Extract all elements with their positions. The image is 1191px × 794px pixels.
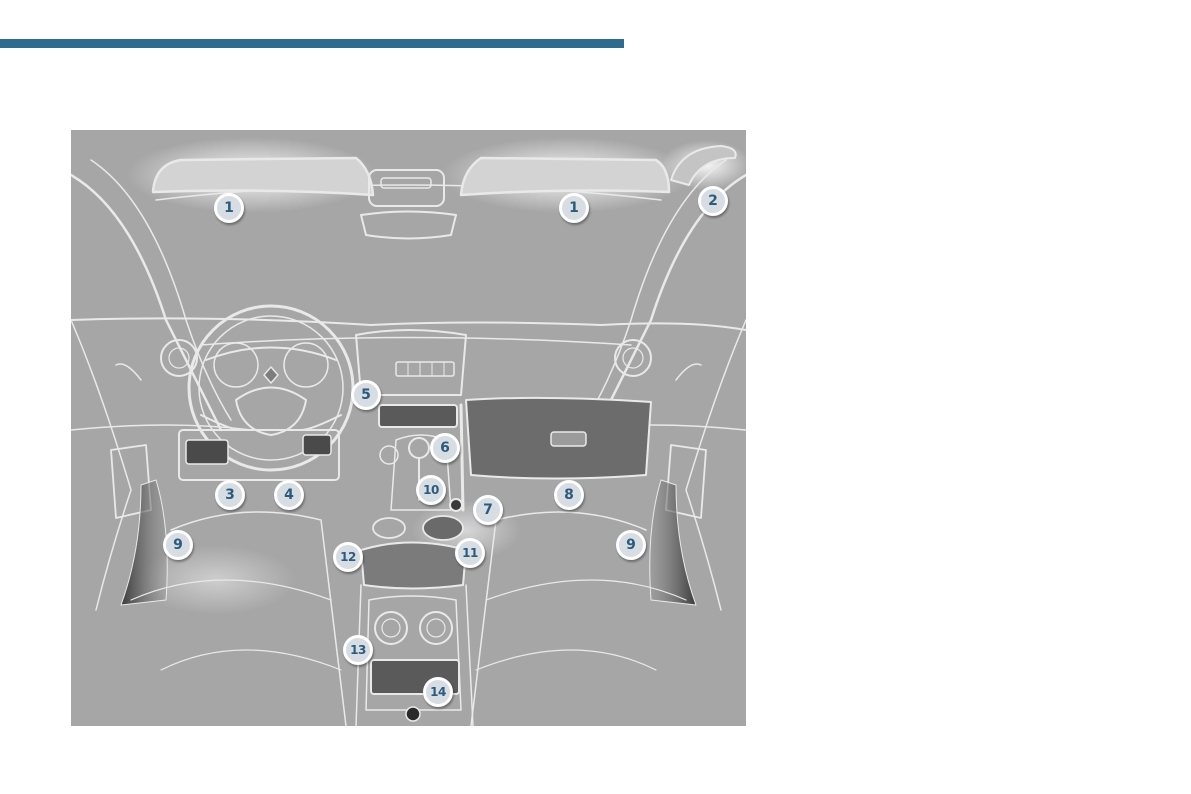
callout-lower-left-storage: 3 bbox=[215, 480, 245, 510]
socket-shape bbox=[450, 499, 462, 511]
callout-front-socket: 10 bbox=[416, 475, 446, 505]
lower-left-storage-shape bbox=[186, 440, 228, 464]
cabin-drawing bbox=[71, 130, 746, 726]
callout-socket: 7 bbox=[473, 495, 503, 525]
callout-glove-box: 8 bbox=[554, 480, 584, 510]
sun-visor-left-shape bbox=[153, 158, 373, 195]
callout-gear-area: 6 bbox=[430, 433, 460, 463]
callout-cup-holders: 11 bbox=[455, 538, 485, 568]
center-compartment-shape bbox=[379, 405, 457, 427]
cup-holder-right bbox=[423, 516, 463, 540]
callout-center-storage-compartment: 5 bbox=[351, 380, 381, 410]
sun-visor-right-shape bbox=[461, 158, 669, 195]
callout-rear-storage: 14 bbox=[423, 677, 453, 707]
front-armrest-shape bbox=[361, 543, 466, 589]
callout-front-armrest: 12 bbox=[333, 542, 363, 572]
callout-grab-handle: 2 bbox=[698, 186, 728, 216]
callout-sun-visor-left: 1 bbox=[214, 193, 244, 223]
callout-sun-visor-right: 1 bbox=[559, 193, 589, 223]
socket-column bbox=[461, 405, 463, 510]
cabin-interior-illustration: 1 1 2 3 4 5 6 7 8 9 9 10 11 12 13 14 bbox=[71, 130, 746, 726]
callout-door-pocket-left: 9 bbox=[163, 530, 193, 560]
callout-rear-vents: 13 bbox=[343, 635, 373, 665]
callout-door-pocket-right: 9 bbox=[616, 530, 646, 560]
callout-dash-storage: 4 bbox=[274, 480, 304, 510]
top-accent-rule bbox=[0, 39, 624, 48]
dash-storage-shape bbox=[303, 435, 331, 455]
